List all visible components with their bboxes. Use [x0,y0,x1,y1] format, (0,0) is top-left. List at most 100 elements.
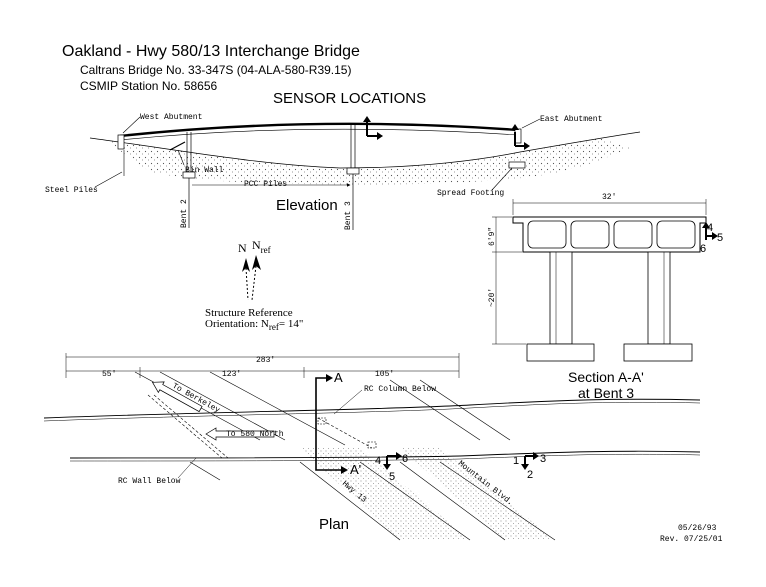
rc-column-box-2 [367,441,377,449]
leader-steel-piles [94,171,123,188]
section-cut-arrow-a [326,374,333,382]
section-sensor-triad: 4 5 6 [700,222,723,255]
section-cut-a: A [334,370,343,385]
section-sensor-5: 5 [717,232,723,244]
leader-rc-wall [177,457,197,479]
east-abutment-label: East Abutment [540,115,602,124]
to-580-arrow [205,427,275,441]
steel-piles-label: Steel Piles [45,186,98,195]
rc-column-label: RC Column Below [364,385,436,394]
column-left [549,251,573,345]
skew-line-5 [419,379,511,441]
nref-arrow-shaft [251,265,257,301]
leader-bin-wall [177,149,185,166]
height-dim-label: ~20' [488,288,497,307]
section-view: 32' 6'9" ~20' 4 5 6 Section A-A' at Bent… [488,193,723,401]
leader-spread-footing [491,167,513,191]
footer-revision: Rev. 07/25/01 [660,535,723,544]
footing-right [623,343,693,362]
section-title-line2: at Bent 3 [578,385,634,401]
nref-arrow [252,255,261,270]
skew-line-2 [159,371,286,441]
mountain-edge-left [399,461,506,541]
orientation-indicator: N Nref Structure Reference Orientation: … [205,238,303,332]
bridge-number: Caltrans Bridge No. 33-347S (04-ALA-580-… [80,63,351,77]
spread-footing-label: Spread Footing [437,189,504,198]
north-arrow [242,258,250,272]
plan-deck-north-edge [43,398,701,419]
plan-sensor-bent3: 4 6 5 [375,452,408,483]
orientation-line1: Structure Reference [205,307,293,319]
skew-line-3 [209,371,346,446]
mountain-edge-right [439,461,556,541]
plan-sensor-4: 4 [375,455,381,467]
sensor-bent3-deck [363,116,383,140]
box-girder [512,216,707,253]
plan-sensor-6: 6 [402,453,408,465]
nref-subscript: ref [261,245,271,255]
girder-cell-1 [527,220,567,249]
west-abutment-label: West Abutment [140,113,202,122]
leader-rc-column [333,389,363,415]
to-580-label: To 580 North [226,430,284,439]
plan-sensor-1: 1 [513,455,519,467]
leader-west-abutment [122,116,141,134]
plan-span1-dim: 55' [102,370,116,379]
column-right [647,251,671,345]
girder-cell-4 [656,220,696,249]
rc-column-box-1 [317,417,327,425]
hwy13-edge-right [359,461,471,541]
deck-soffit [119,128,519,141]
depth-dim-label: 6'9" [488,227,497,246]
section-cut-arrow-a-prime [341,466,348,474]
plan-span2-dim: 123' [222,370,241,379]
plan-sensor-3: 3 [540,453,546,465]
section-cut-a-prime: A' [350,462,361,477]
hwy13-edge-left [299,461,401,541]
plan-sensor-5: 5 [389,471,395,483]
plan-deck-south-edge [69,450,701,459]
orientation-line2: Orientation: Nref= 14" [205,318,303,332]
sensor-locations-heading: SENSOR LOCATIONS [273,90,426,107]
footing-left [526,343,595,362]
nref-label: Nref [252,238,271,255]
skew-lower-left [189,461,221,481]
north-arrow-shaft [245,267,249,301]
bin-wall [169,141,186,151]
plan-span3-dim: 105' [375,370,394,379]
west-abutment [117,134,125,150]
girder-cell-3 [613,220,653,249]
elevation-title: Elevation [276,197,338,214]
rc-wall-dashed [147,394,223,459]
n-label: N [238,241,247,255]
plan-total-dim: 283' [256,356,275,365]
spread-footing [508,161,526,169]
rc-wall-dashed-2 [153,394,229,459]
section-title-line1: Section A-A' [568,369,644,385]
embankment-fill [105,138,630,185]
ground-line [89,131,641,169]
plan-deck-north-edge-inner [43,401,701,422]
station-number: CSMIP Station No. 58656 [80,79,218,93]
mountain-blvd-roadway [400,448,555,540]
skew-line-4 [389,379,481,441]
pcc-piles-label: PCC Piles [244,180,287,189]
bent2-label: Bent 2 [180,199,189,228]
elevation-view: West Abutment East Abutment Bin Wall Ste… [45,113,641,230]
plan-deck-south-edge-inner [69,453,701,462]
girder-cell-2 [570,220,610,249]
rc-column-dashed [317,417,373,449]
sensor-east-abutment [511,124,530,150]
plan-sensor-2: 2 [527,469,533,481]
page-title: Oakland - Hwy 580/13 Interchange Bridge [62,43,360,60]
to-berkeley-arrow [151,381,203,413]
section-sensor-4: 4 [707,222,713,234]
footer-date: 05/26/93 [678,524,717,533]
bent3-label: Bent 3 [344,201,353,230]
rc-wall-label: RC Wall Below [118,477,181,486]
plan-view: 283' 55' 123' 105' [43,353,701,541]
leader-east-abutment [521,118,541,129]
section-sensor-6: 6 [700,243,706,255]
bent3-footing [346,167,360,175]
